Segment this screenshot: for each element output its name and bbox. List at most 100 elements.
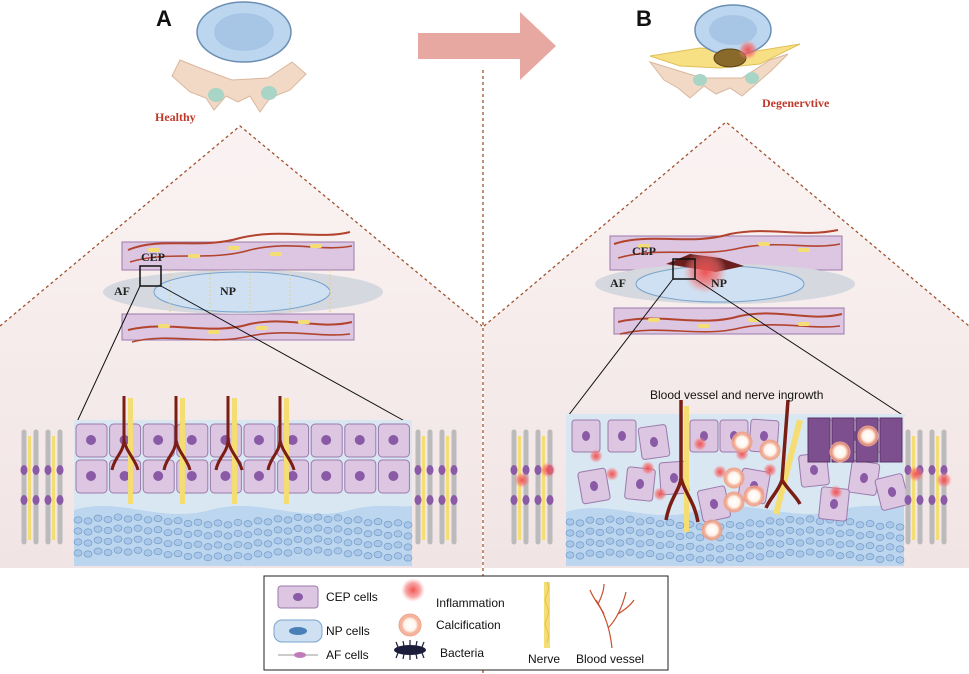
np-cell bbox=[193, 518, 203, 526]
np-cell bbox=[815, 528, 825, 536]
np-cell bbox=[875, 544, 885, 552]
np-cell bbox=[173, 517, 183, 525]
np-cell bbox=[323, 515, 333, 523]
np-cell bbox=[93, 514, 103, 522]
np-cell bbox=[575, 530, 585, 538]
np-cell bbox=[835, 552, 845, 560]
np-cell bbox=[113, 546, 123, 554]
legend-blood-vessel-label: Blood vessel bbox=[576, 652, 645, 666]
np-cell bbox=[73, 516, 83, 524]
np-cell bbox=[223, 521, 233, 529]
calcification-marker bbox=[857, 425, 879, 447]
np-cell bbox=[163, 518, 173, 526]
calcification-marker bbox=[759, 439, 781, 461]
cep-cell-nucleus bbox=[354, 471, 365, 481]
np-cell bbox=[103, 537, 113, 545]
np-cell bbox=[655, 520, 665, 528]
np-cell bbox=[383, 531, 393, 539]
np-cell bbox=[895, 556, 905, 564]
nerve bbox=[936, 436, 939, 540]
degenerating-cep-cell bbox=[577, 467, 611, 505]
np-cell bbox=[373, 518, 383, 526]
np-cell bbox=[665, 519, 675, 527]
af-cell bbox=[414, 465, 422, 475]
healthy-cell-detail bbox=[20, 396, 458, 566]
calcified-cep-cell bbox=[879, 417, 903, 463]
np-cell bbox=[123, 526, 133, 534]
np-cell bbox=[685, 542, 695, 550]
calcification-marker bbox=[723, 491, 745, 513]
np-cell bbox=[825, 527, 835, 535]
np-cell bbox=[143, 527, 153, 535]
calcified-cep-cell bbox=[807, 417, 831, 463]
np-cell bbox=[595, 539, 605, 547]
np-cell bbox=[765, 517, 775, 525]
np-cell bbox=[123, 548, 133, 556]
cep-cell-nucleus bbox=[618, 431, 626, 441]
np-cell bbox=[875, 522, 885, 530]
np-cell bbox=[203, 532, 213, 540]
np-cell bbox=[363, 530, 373, 538]
np-cell bbox=[655, 542, 665, 550]
np-cell bbox=[253, 539, 263, 547]
blood-vessel bbox=[214, 396, 244, 471]
np-cell bbox=[163, 551, 173, 559]
cep-cell-nucleus bbox=[321, 471, 332, 481]
np-cell bbox=[253, 517, 263, 525]
np-cell bbox=[253, 528, 263, 536]
np-cell bbox=[133, 513, 143, 521]
np-cell bbox=[725, 542, 735, 550]
nerve bbox=[284, 398, 289, 504]
np-cell bbox=[233, 551, 243, 559]
inflammation-marker bbox=[540, 462, 556, 478]
np-cell bbox=[635, 529, 645, 537]
np-cell bbox=[253, 550, 263, 558]
cep-label-a: CEP bbox=[141, 250, 165, 264]
cep-cell-nucleus bbox=[119, 471, 130, 481]
np-cell bbox=[765, 539, 775, 547]
np-cell bbox=[263, 529, 273, 537]
af-label-a: AF bbox=[114, 284, 130, 298]
cep-cell-nucleus bbox=[759, 431, 769, 441]
af-cell bbox=[426, 465, 434, 475]
healthy-vertebra bbox=[171, 1, 307, 113]
np-cell bbox=[855, 532, 865, 540]
np-cell bbox=[845, 518, 855, 526]
np-cell bbox=[885, 543, 895, 551]
np-cell bbox=[123, 515, 133, 523]
cep-cell-nucleus bbox=[589, 481, 599, 491]
np-cell bbox=[565, 529, 575, 537]
np-cell bbox=[785, 515, 795, 523]
panel-a-state-label: Healthy bbox=[155, 110, 196, 124]
cep-cell-nucleus bbox=[254, 471, 264, 481]
np-cell bbox=[203, 521, 213, 529]
np-cell bbox=[193, 551, 203, 559]
np-label-b: NP bbox=[711, 276, 727, 290]
legend-nerve-swatch bbox=[544, 581, 550, 648]
af-cell bbox=[32, 465, 40, 475]
np-cell bbox=[565, 540, 575, 548]
inflammation-marker bbox=[589, 449, 603, 463]
np-cell bbox=[895, 523, 905, 531]
af-cell bbox=[534, 495, 542, 505]
np-cell bbox=[303, 515, 313, 523]
af-cell bbox=[916, 495, 924, 505]
cep-cell-nucleus bbox=[829, 499, 839, 509]
np-cell bbox=[865, 520, 875, 528]
af-cell bbox=[414, 495, 422, 505]
af-cell bbox=[534, 465, 542, 475]
af-cell bbox=[522, 495, 530, 505]
np-cell bbox=[565, 518, 575, 526]
np-cell bbox=[353, 516, 363, 524]
np-cell bbox=[213, 530, 223, 538]
np-cell bbox=[725, 553, 735, 561]
np-cell bbox=[745, 541, 755, 549]
np-cell bbox=[203, 554, 213, 562]
np-cell bbox=[103, 526, 113, 534]
blood-vessel bbox=[162, 396, 192, 471]
inflammation-marker bbox=[641, 461, 655, 475]
np-cell bbox=[233, 518, 243, 526]
np-cell bbox=[283, 538, 293, 546]
panel-b-letter: B bbox=[636, 6, 652, 31]
